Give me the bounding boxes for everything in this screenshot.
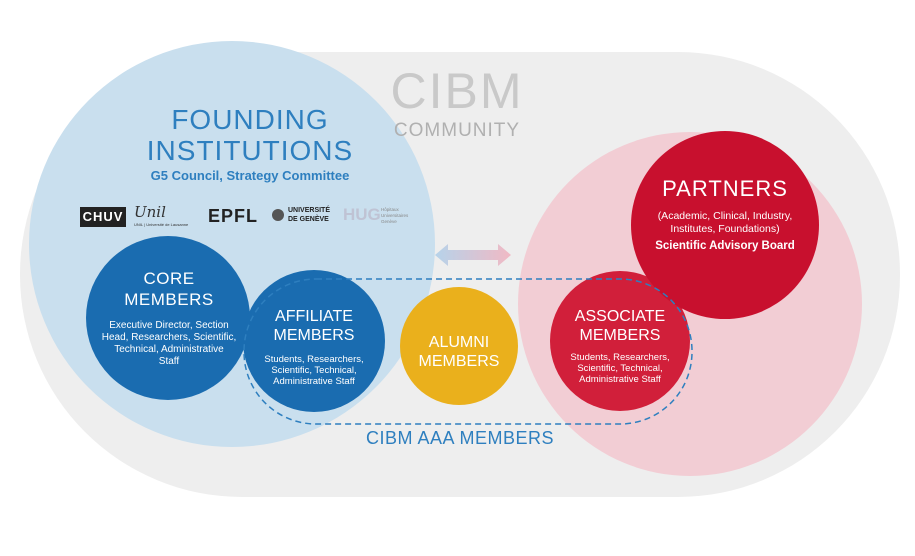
founding-institutions-title: FOUNDING INSTITUTIONS — [110, 104, 390, 166]
hug-logo-mark: HUG — [343, 205, 381, 224]
associate-members-description: Students, Researchers, Scientific, Techn… — [555, 352, 685, 385]
double-arrow-icon — [435, 244, 511, 266]
core-desc-line2: Head, Researchers, Scientific, — [101, 332, 237, 343]
page-subtitle: COMMUNITY — [393, 120, 521, 141]
affiliate-title-line1: AFFILIATE — [275, 308, 353, 325]
core-desc-line4: Staff — [158, 356, 180, 367]
core-members-title: CORE MEMBERS — [95, 268, 243, 310]
core-desc-line3: Technical, Administrative — [114, 344, 224, 355]
aaa-members-boundary — [243, 278, 693, 425]
scientific-advisory-board: Scientific Advisory Board — [655, 240, 795, 252]
affiliate-desc-line1: Students, Researchers, — [264, 354, 364, 365]
unige-seal-icon — [272, 209, 284, 221]
affiliate-desc-line2: Scientific, Technical, — [271, 365, 357, 376]
unil-logo-script: Unil — [134, 203, 166, 221]
associate-desc-line1: Students, Researchers, — [570, 352, 670, 363]
alumni-members-circle — [400, 287, 518, 405]
partners-desc-line1: (Academic, Clinical, Industry, — [657, 210, 793, 222]
unil-logo: Unil UNIL | Université de Lausanne — [134, 203, 194, 227]
associate-title-line2: MEMBERS — [579, 327, 661, 344]
core-members-circle — [86, 236, 250, 400]
affiliate-title-line2: MEMBERS — [273, 327, 355, 344]
unil-logo-caption: UNIL | Université de Lausanne — [134, 222, 189, 227]
affiliate-members-title: AFFILIATE MEMBERS — [250, 307, 378, 345]
core-members-description: Executive Director, Section Head, Resear… — [92, 320, 246, 368]
founding-institutions-subtitle: G5 Council, Strategy Committee — [150, 168, 350, 183]
founding-title-line2: INSTITUTIONS — [146, 135, 354, 166]
core-title-line2: MEMBERS — [124, 290, 214, 309]
core-title-line1: CORE — [143, 269, 195, 288]
epfl-logo: EPFL — [208, 206, 259, 226]
unige-logo-line1: UNIVERSITÉ — [288, 207, 331, 214]
aaa-members-label: CIBM AAA MEMBERS — [365, 428, 555, 448]
page-title: CIBM — [390, 63, 524, 119]
core-desc-line1: Executive Director, Section — [109, 320, 229, 331]
partners-description: (Academic, Clinical, Industry, Institute… — [643, 210, 807, 235]
associate-members-title: ASSOCIATE MEMBERS — [555, 307, 685, 345]
associate-title-line1: ASSOCIATE — [574, 308, 666, 325]
alumni-members-title: ALUMNI MEMBERS — [403, 333, 515, 371]
affiliate-members-circle — [243, 270, 385, 412]
unige-logo-line2: DE GENÈVE — [288, 216, 329, 223]
affiliate-desc-line3: Administrative Staff — [273, 376, 355, 387]
alumni-title-line2: MEMBERS — [418, 353, 500, 370]
alumni-title-line1: ALUMNI — [428, 334, 490, 351]
associate-desc-line2: Scientific, Technical, — [577, 363, 663, 374]
chuv-logo: CHUV — [80, 207, 126, 227]
partners-circle — [631, 131, 819, 319]
hug-logo-line1: Hôpitaux — [381, 207, 399, 212]
founding-title-line1: FOUNDING — [171, 104, 329, 135]
associate-desc-line3: Administrative Staff — [579, 374, 661, 385]
partners-title: PARTNERS — [662, 176, 788, 201]
partners-desc-line2: Institutes, Foundations) — [670, 222, 780, 235]
affiliate-members-description: Students, Researchers, Scientific, Techn… — [252, 354, 376, 387]
associate-members-circle — [550, 271, 690, 411]
hug-logo-line3: Genève — [381, 219, 397, 224]
hug-logo-line2: Universitaires — [381, 213, 409, 218]
